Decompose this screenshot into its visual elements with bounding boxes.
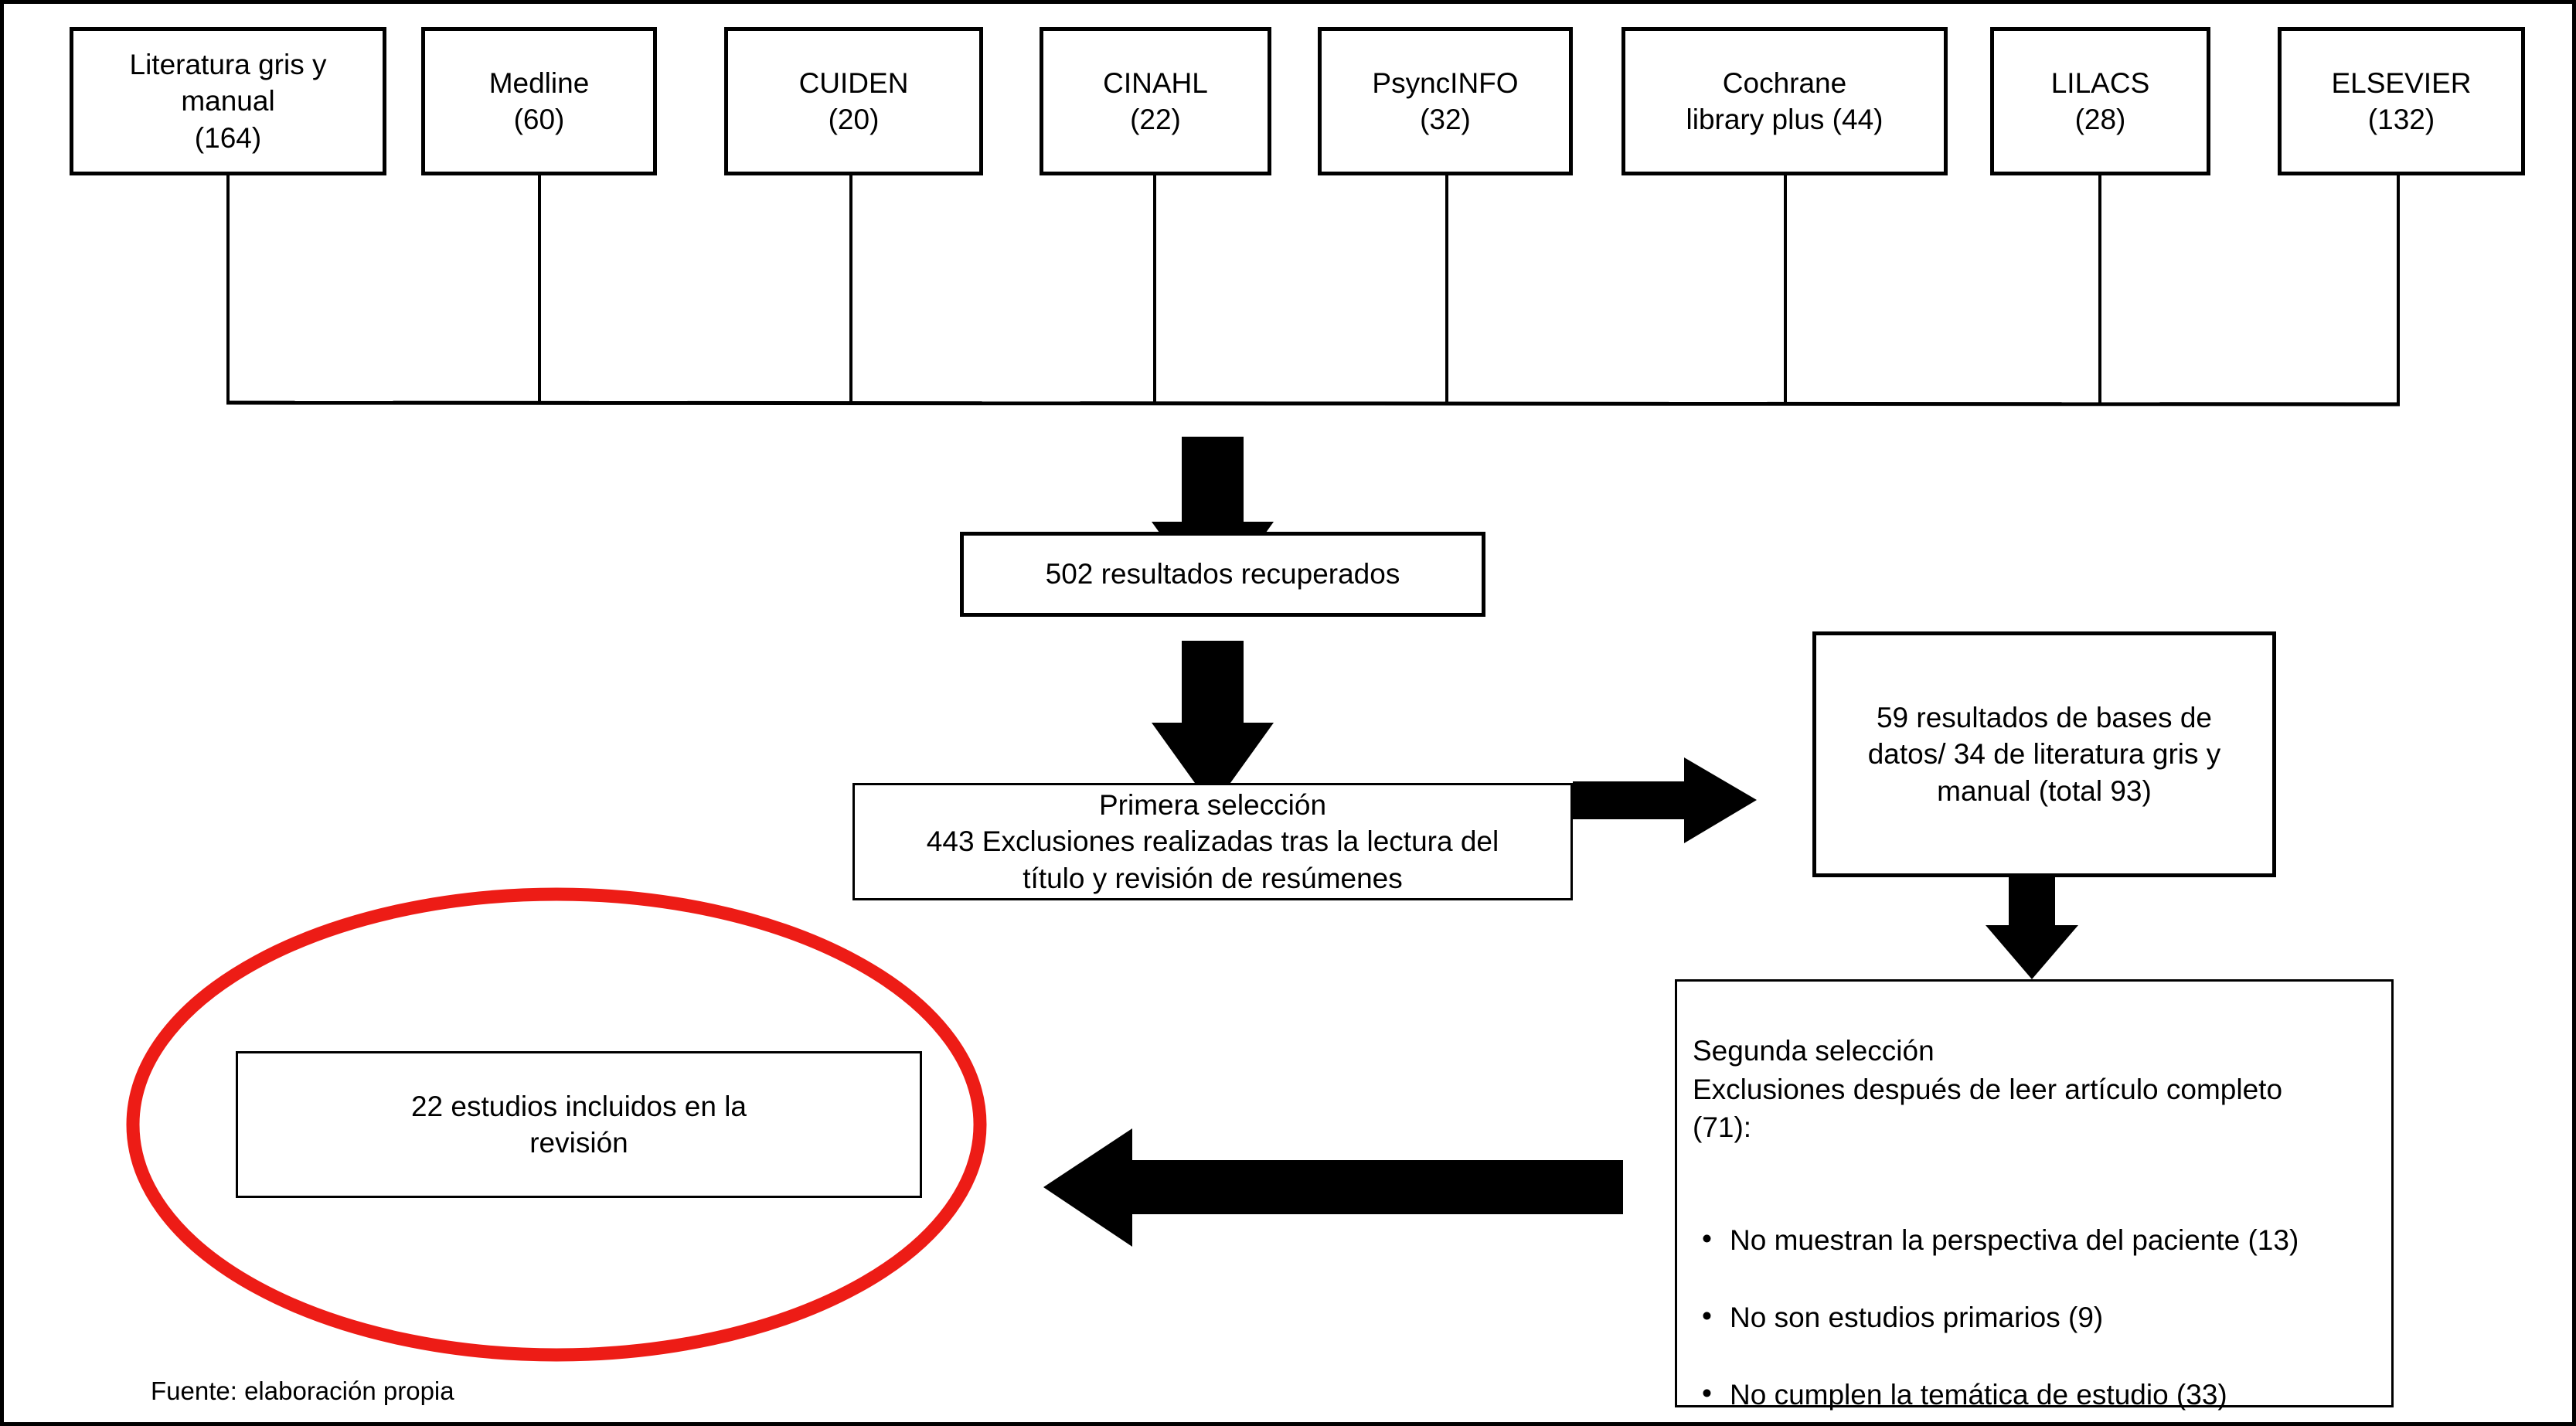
second-selection-heading: Segunda selección Exclusiones después de… <box>1693 1035 2283 1143</box>
source-box-medline[interactable]: Medline (60) <box>421 27 657 175</box>
source-footnote: Fuente: elaboración propia <box>151 1377 454 1405</box>
arrow-right-to-after-first <box>1573 757 1757 843</box>
retrieved-results-box[interactable]: 502 resultados recuperados <box>960 532 1485 617</box>
source-connector-lines <box>226 175 2401 407</box>
arrow-left-to-included <box>1043 1128 1623 1247</box>
first-selection-box[interactable]: Primera selección 443 Exclusiones realiz… <box>852 783 1573 900</box>
source-box-cuiden[interactable]: CUIDEN (20) <box>724 27 983 175</box>
second-selection-reason-list: No muestran la perspectiva del paciente … <box>1693 1183 2376 1422</box>
after-first-selection-box[interactable]: 59 resultados de bases de datos/ 34 de l… <box>1812 631 2276 877</box>
arrow-down-to-second-selection <box>1986 877 2078 979</box>
second-selection-box[interactable]: Segunda selección Exclusiones después de… <box>1675 979 2394 1413</box>
list-item: No son estudios primarios (9) <box>1693 1297 2376 1336</box>
source-box-lilacs[interactable]: LILACS (28) <box>1990 27 2210 175</box>
connector-manifold-bar <box>226 400 2401 407</box>
included-studies-box[interactable]: 22 estudios incluidos en la revisión <box>236 1051 922 1198</box>
source-box-cinahl[interactable]: CINAHL (22) <box>1040 27 1271 175</box>
source-box-literatura-gris[interactable]: Literatura gris y manual (164) <box>70 27 386 175</box>
list-item: No cumplen la temática de estudio (33) <box>1693 1374 2376 1414</box>
source-box-cochrane[interactable]: Cochrane library plus (44) <box>1621 27 1948 175</box>
source-box-elsevier[interactable]: ELSEVIER (132) <box>2278 27 2525 175</box>
list-item: No muestran la perspectiva del paciente … <box>1693 1220 2376 1259</box>
source-box-psyncinfo[interactable]: PsyncINFO (32) <box>1318 27 1573 175</box>
